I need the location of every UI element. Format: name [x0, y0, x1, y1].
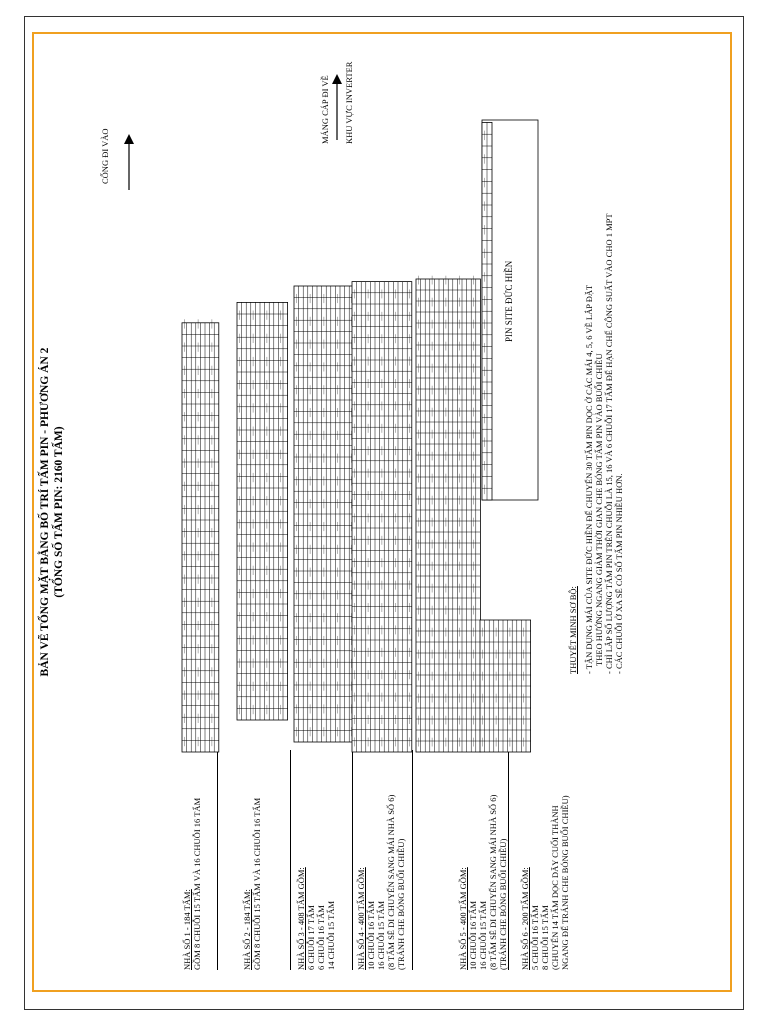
gate-label: CỔNG ĐI VÀO: [100, 128, 110, 184]
panel-row-site: [481, 121, 493, 501]
panel-row-house-4: [351, 281, 413, 753]
panel-row-house-2: [236, 301, 288, 721]
panel-row-house-3: [293, 285, 355, 743]
panel-row-house-6: [479, 619, 531, 753]
cable-label-line-2: KHU VỰC INVERTER: [344, 61, 354, 144]
rotated-drawing: BẢN VẼ TỔNG MẶT BẰNG BỐ TRÍ TẤM PIN - PH…: [32, 32, 732, 992]
site-label: PIN SITE ĐỨC HIỀN: [504, 260, 514, 342]
panel-row-house-1: [181, 319, 220, 753]
gate-arrow-icon: [124, 134, 134, 190]
cable-arrow-icon: [332, 74, 342, 140]
cable-label-line-1: MÁNG CÁP ĐI VỀ: [320, 75, 330, 144]
panel-layout: [181, 119, 539, 753]
drawing-sheet: [24, 16, 744, 1010]
panel-row-house-5: [415, 275, 481, 753]
